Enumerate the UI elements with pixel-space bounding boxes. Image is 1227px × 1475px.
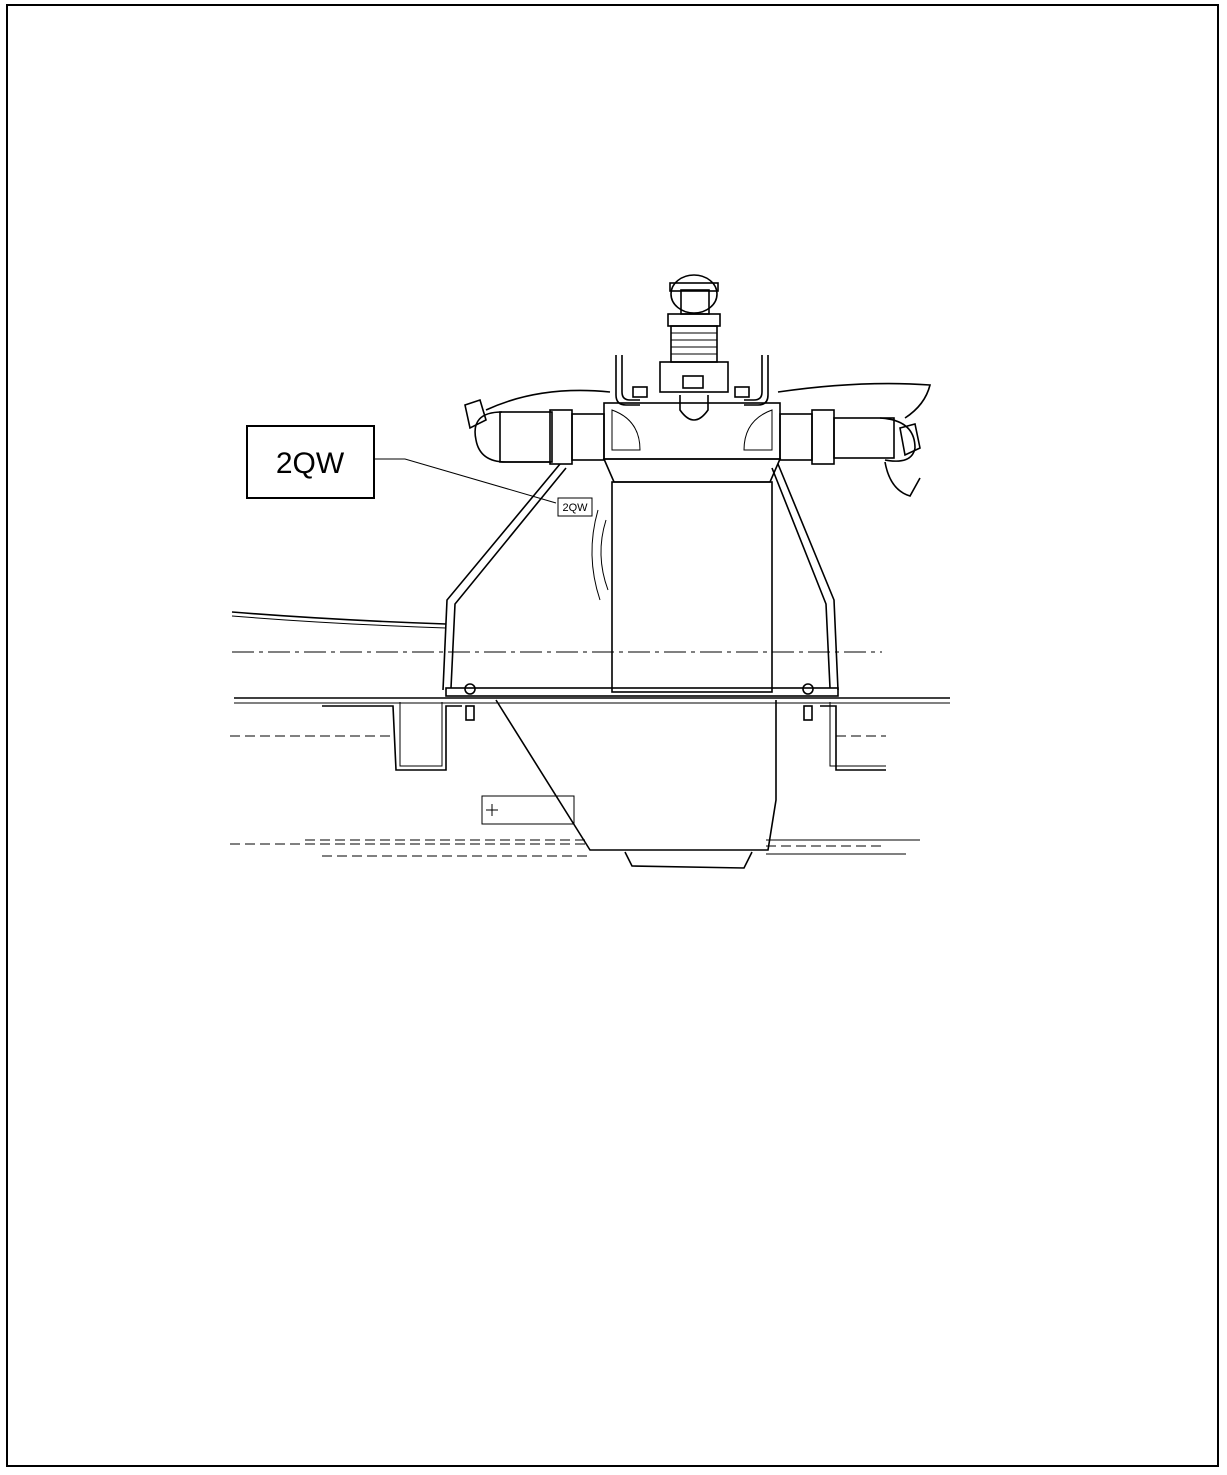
reference-lines (230, 651, 920, 857)
hull-profile (322, 702, 886, 771)
right-tube (777, 382, 932, 497)
column-body (591, 481, 773, 693)
left-tube (464, 389, 611, 465)
part-tag: 2QW (557, 497, 593, 517)
base-plate (234, 683, 950, 704)
transducer-fairing (481, 699, 777, 869)
side-struts (442, 463, 839, 691)
head-housing (602, 402, 782, 483)
cable (231, 611, 447, 625)
top-connector (659, 274, 729, 421)
part-tag-text: 2QW (562, 502, 588, 514)
page-frame (6, 4, 1219, 1467)
callout-text: 2QW (276, 447, 345, 480)
callout-box (246, 425, 375, 499)
part-tag-box (557, 497, 593, 517)
callout-leader (374, 458, 557, 504)
callout-2qw: 2QW (246, 425, 557, 504)
